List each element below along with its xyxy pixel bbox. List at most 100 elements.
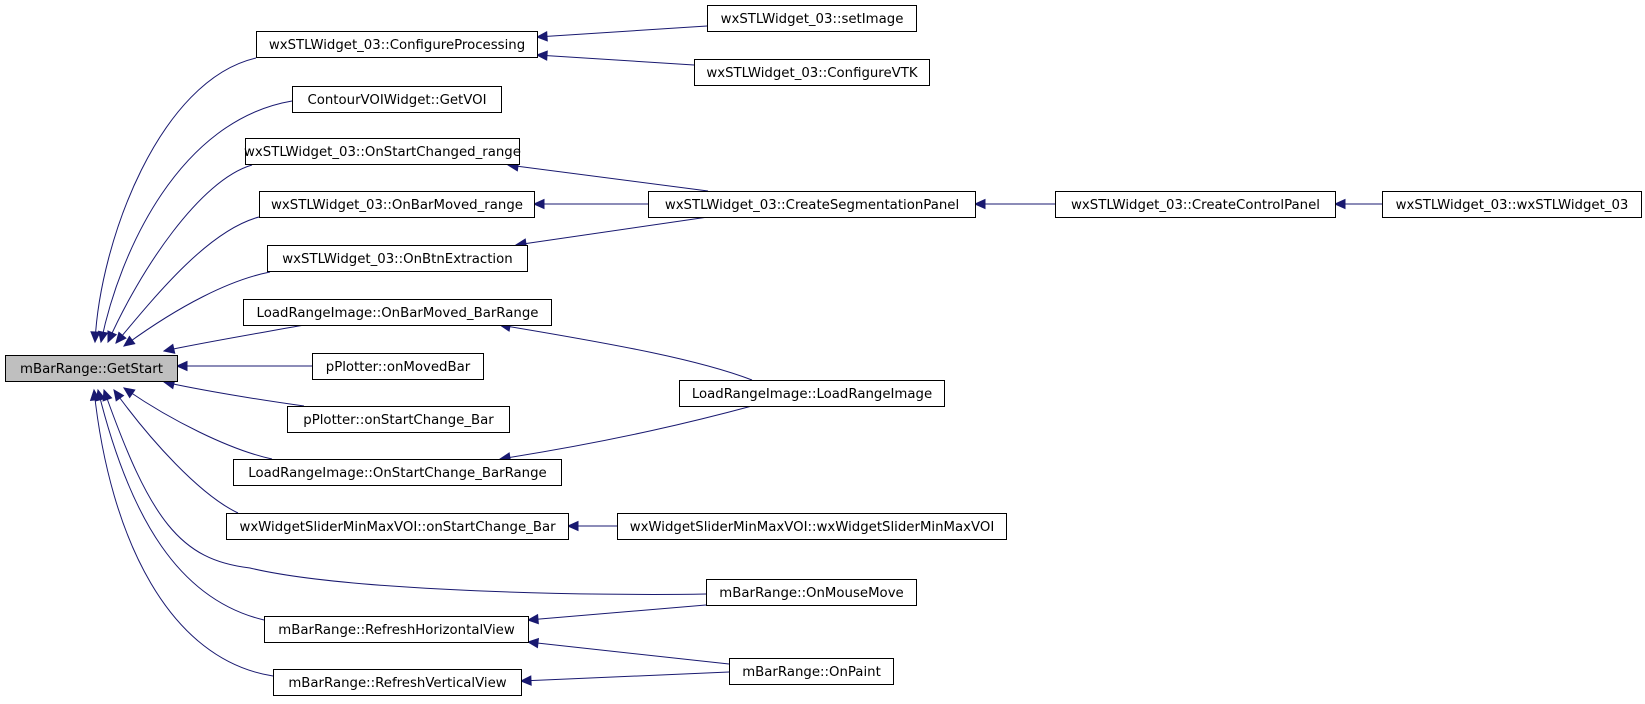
node-box <box>267 245 528 272</box>
node-box <box>617 513 1007 540</box>
edge-line <box>113 389 239 514</box>
node-wxs_ctor[interactable]: wxWidgetSliderMinMaxVOI::wxWidgetSliderM… <box>617 513 1007 540</box>
arrowhead-icon <box>97 330 109 344</box>
node-box <box>648 191 976 218</box>
node-createseg[interactable]: wxSTLWidget_03::CreateSegmentationPanel <box>648 191 976 218</box>
node-box <box>1382 191 1642 218</box>
edge-mouse-to-root <box>102 388 707 595</box>
node-label: ContourVOIWidget::GetVOI <box>307 93 486 108</box>
edge-line <box>507 164 709 192</box>
arrowhead-icon <box>162 343 176 354</box>
arrowhead-icon <box>102 388 113 402</box>
arrowhead-icon <box>90 331 101 344</box>
edge-line <box>536 54 695 66</box>
edge-line <box>100 100 293 343</box>
edge-line <box>499 405 753 460</box>
node-label: pPlotter::onStartChange_Bar <box>303 413 494 428</box>
node-onstartrange[interactable]: wxSTLWidget_03::OnStartChanged_range <box>244 138 521 165</box>
edge-line <box>115 216 260 344</box>
node-box <box>259 191 535 218</box>
node-box <box>729 658 894 685</box>
node-mouse[interactable]: mBarRange::OnMouseMove <box>706 579 917 606</box>
node-paint[interactable]: mBarRange::OnPaint <box>729 658 894 685</box>
node-box <box>273 669 522 696</box>
node-label: wxSTLWidget_03::setImage <box>721 12 904 27</box>
node-label: LoadRangeImage::OnBarMoved_BarRange <box>257 306 539 321</box>
node-label: mBarRange::RefreshHorizontalView <box>278 623 515 638</box>
edge-line <box>527 604 707 621</box>
node-box <box>679 380 945 407</box>
edge-line <box>515 216 709 246</box>
node-box <box>706 579 917 606</box>
node-box <box>226 513 569 540</box>
arrowhead-icon <box>973 198 986 210</box>
node-createctrl[interactable]: wxSTLWidget_03::CreateControlPanel <box>1055 191 1336 218</box>
node-box <box>5 355 178 382</box>
edge-setimage-to-cfgproc <box>535 25 708 42</box>
edge-wxs_startbar-to-root <box>113 389 239 514</box>
node-root[interactable]: mBarRange::GetStart <box>5 355 178 382</box>
arrowhead-icon <box>1333 198 1346 210</box>
edge-paint-to-refv <box>519 671 730 686</box>
node-box <box>264 616 529 643</box>
edges-layer <box>89 25 1382 686</box>
arrowhead-icon <box>566 520 579 532</box>
node-box <box>707 5 917 32</box>
node-refh[interactable]: mBarRange::RefreshHorizontalView <box>264 616 529 643</box>
edge-refh-to-root <box>95 388 265 621</box>
node-label: wxSTLWidget_03::OnBtnExtraction <box>282 252 512 267</box>
arrowhead-icon <box>175 360 188 372</box>
node-cfgvtk[interactable]: wxSTLWidget_03::ConfigureVTK <box>694 59 930 86</box>
arrowhead-icon <box>123 335 136 347</box>
node-label: wxSTLWidget_03::CreateSegmentationPanel <box>665 198 959 213</box>
arrowhead-icon <box>532 198 545 210</box>
node-wxs_startbar[interactable]: wxWidgetSliderMinMaxVOI::onStartChange_B… <box>226 513 569 540</box>
node-setimage[interactable]: wxSTLWidget_03::setImage <box>707 5 917 32</box>
node-pp_moved[interactable]: pPlotter::onMovedBar <box>312 353 484 380</box>
edge-line <box>163 381 305 407</box>
node-box <box>233 459 562 486</box>
node-label: mBarRange::OnMouseMove <box>719 586 904 601</box>
node-lri_startchange[interactable]: LoadRangeImage::OnStartChange_BarRange <box>233 459 562 486</box>
node-onbarmovedrange[interactable]: wxSTLWidget_03::OnBarMoved_range <box>259 191 535 218</box>
node-box <box>243 299 552 326</box>
edge-line <box>536 25 708 38</box>
edge-lri_barmoved-to-root <box>162 324 305 354</box>
node-box <box>694 59 930 86</box>
node-pp_startbar[interactable]: pPlotter::onStartChange_Bar <box>287 406 510 433</box>
edge-lri_load-to-lri_barmoved <box>498 321 753 381</box>
node-getvoi[interactable]: ContourVOIWidget::GetVOI <box>292 86 502 113</box>
edge-mouse-to-refh <box>526 604 707 625</box>
edge-line <box>97 389 265 621</box>
edge-line <box>499 324 753 381</box>
arrowhead-icon <box>113 389 125 402</box>
arrowhead-icon <box>526 637 540 649</box>
arrowhead-icon <box>89 388 101 402</box>
node-box <box>1055 191 1336 218</box>
node-label: wxSTLWidget_03::ConfigureProcessing <box>269 38 525 53</box>
edge-createseg-to-onbarmovedrange <box>532 198 648 210</box>
edge-line <box>123 387 273 460</box>
arrowhead-icon <box>535 50 548 61</box>
edge-onstartrange-to-root <box>107 164 253 344</box>
node-cfgproc[interactable]: wxSTLWidget_03::ConfigureProcessing <box>256 31 538 58</box>
edge-createctrl-to-createseg <box>973 198 1055 210</box>
node-label: wxSTLWidget_03::CreateControlPanel <box>1071 198 1320 213</box>
node-label: LoadRangeImage::LoadRangeImage <box>692 387 932 402</box>
node-lri_barmoved[interactable]: LoadRangeImage::OnBarMoved_BarRange <box>243 299 552 326</box>
arrowhead-icon <box>526 613 539 625</box>
arrowhead-icon <box>107 330 118 344</box>
node-refv[interactable]: mBarRange::RefreshVerticalView <box>273 669 522 696</box>
node-box <box>287 406 510 433</box>
edge-refv-to-root <box>89 388 274 677</box>
node-lri_load[interactable]: LoadRangeImage::LoadRangeImage <box>679 380 945 407</box>
edge-line <box>94 57 257 343</box>
edge-onbtnext-to-root <box>123 271 271 347</box>
edge-cfgproc-to-root <box>90 57 257 344</box>
node-box <box>312 353 484 380</box>
node-ctor[interactable]: wxSTLWidget_03::wxSTLWidget_03 <box>1382 191 1642 218</box>
node-label: pPlotter::onMovedBar <box>326 360 471 375</box>
edge-paint-to-refh <box>526 637 730 665</box>
node-onbtnext[interactable]: wxSTLWidget_03::OnBtnExtraction <box>267 245 528 272</box>
node-label: mBarRange::OnPaint <box>742 665 881 680</box>
